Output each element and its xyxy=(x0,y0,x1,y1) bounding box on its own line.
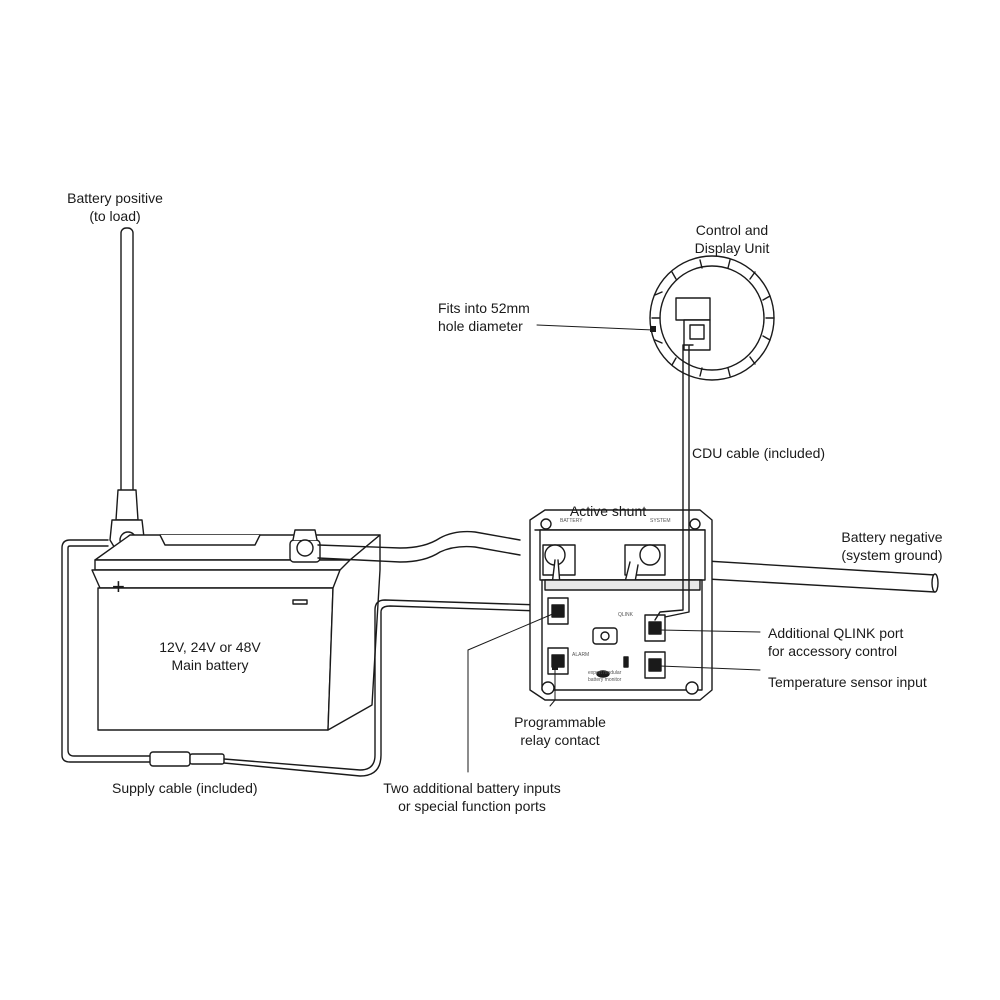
supply-cable xyxy=(61,539,541,777)
label-programmable-relay: Programmable relay contact xyxy=(514,714,606,748)
shunt-label-system: SYSTEM xyxy=(650,518,671,524)
cdu-cable xyxy=(654,344,694,621)
label-additional-qlink: Additional QLINK port for accessory cont… xyxy=(768,625,904,659)
label-fits-52mm: Fits into 52mm hole diameter xyxy=(438,300,530,334)
shunt-label-qlink: QLINK xyxy=(618,612,634,618)
control-display-unit xyxy=(649,255,775,381)
leader-lines xyxy=(467,324,761,773)
label-temperature-sensor: Temperature sensor input xyxy=(768,674,927,690)
shunt-label-alarm: ALARM xyxy=(572,652,590,658)
active-shunt xyxy=(529,509,713,701)
label-two-additional-inputs: Two additional battery inputs or special… xyxy=(383,780,561,814)
shunt-label-battery: BATTERY xyxy=(560,518,583,524)
label-battery-positive: Battery positive (to load) xyxy=(67,190,163,224)
label-main-battery: 12V, 24V or 48V Main battery xyxy=(159,639,261,673)
negative-cable xyxy=(317,530,521,563)
label-cdu-cable: CDU cable (included) xyxy=(692,445,826,461)
battery-plus-symbol: + xyxy=(112,574,125,599)
label-active-shunt: Active shunt xyxy=(569,503,647,519)
shunt-brand-line1: expert modular xyxy=(588,670,622,676)
shunt-brand-line2: battery monitor xyxy=(588,677,622,683)
system-ground-cable xyxy=(689,559,939,593)
label-control-display-unit: Control and Display Unit xyxy=(694,222,770,256)
label-battery-negative: Battery negative (system ground) xyxy=(841,529,943,563)
battery-positive-cable xyxy=(109,227,147,561)
label-supply-cable: Supply cable (included) xyxy=(112,780,258,796)
main-battery xyxy=(91,529,381,731)
